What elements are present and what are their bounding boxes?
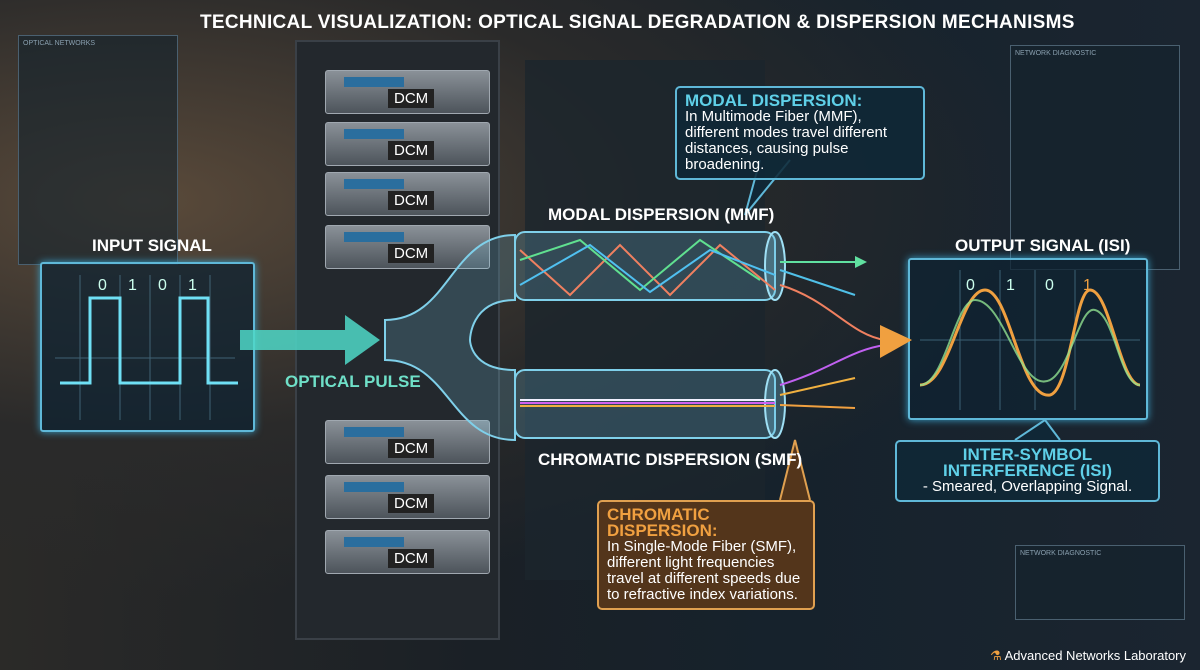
dcm-unit: DCM <box>325 530 490 574</box>
lab-name: Advanced Networks Laboratory <box>1004 648 1186 663</box>
output-arrow <box>880 325 912 358</box>
chromatic-callout-title: CHROMATIC DISPERSION: <box>607 505 718 540</box>
optical-pulse-arrow <box>240 315 380 365</box>
isi-title: INTER-SYMBOL INTERFERENCE (ISI) <box>942 445 1113 480</box>
input-signal-label: INPUT SIGNAL <box>92 236 212 255</box>
output-bit: 1 <box>1083 277 1092 294</box>
dcm-unit: DCM <box>325 172 490 216</box>
isi-callout: INTER-SYMBOL INTERFERENCE (ISI) - Smeare… <box>895 440 1160 502</box>
output-bit: 0 <box>966 277 975 294</box>
output-bit: 1 <box>1006 277 1015 294</box>
output-signal-panel <box>908 258 1148 420</box>
chromatic-dispersion-label: CHROMATIC DISPERSION (SMF) <box>538 450 803 469</box>
hud-panel-bottom-right: NETWORK DIAGNOSTIC <box>1015 545 1185 620</box>
chromatic-callout-text: In Single-Mode Fiber (SMF), different li… <box>607 538 801 603</box>
chromatic-callout-pointer <box>779 439 811 501</box>
dcm-unit: DCM <box>325 475 490 519</box>
isi-callout-pointer <box>1014 418 1061 441</box>
input-square-wave <box>60 296 238 385</box>
input-bit: 1 <box>188 277 197 294</box>
fiber-splitter <box>384 233 516 442</box>
page-title: TECHNICAL VISUALIZATION: OPTICAL SIGNAL … <box>200 12 1075 33</box>
dcm-unit: DCM <box>325 70 490 114</box>
dcm-unit: DCM <box>325 122 490 166</box>
lab-logo-icon: ⚗ <box>990 648 1002 663</box>
lab-logo: ⚗ Advanced Networks Laboratory <box>990 648 1186 664</box>
isi-text: - Smeared, Overlapping Signal. <box>922 478 1133 495</box>
output-isi-wave <box>919 288 1141 397</box>
modal-dispersion-callout: MODAL DISPERSION: In Multimode Fiber (MM… <box>675 86 925 180</box>
input-bit: 1 <box>128 277 137 294</box>
dcm-unit: DCM <box>325 420 490 464</box>
modal-dispersion-label: MODAL DISPERSION (MMF) <box>548 205 775 224</box>
modal-callout-title: MODAL DISPERSION: <box>685 91 863 110</box>
input-signal-panel <box>40 262 255 432</box>
input-bit: 0 <box>98 277 107 294</box>
output-bit: 0 <box>1045 277 1054 294</box>
hud-panel-top-right: NETWORK DIAGNOSTIC <box>1010 45 1180 270</box>
output-signal-label: OUTPUT SIGNAL (ISI) <box>955 236 1131 255</box>
optical-pulse-label: OPTICAL PULSE <box>285 372 421 391</box>
chromatic-dispersion-callout: CHROMATIC DISPERSION: In Single-Mode Fib… <box>597 500 815 610</box>
modal-callout-text: In Multimode Fiber (MMF), different mode… <box>685 108 888 173</box>
input-bit: 0 <box>158 277 167 294</box>
